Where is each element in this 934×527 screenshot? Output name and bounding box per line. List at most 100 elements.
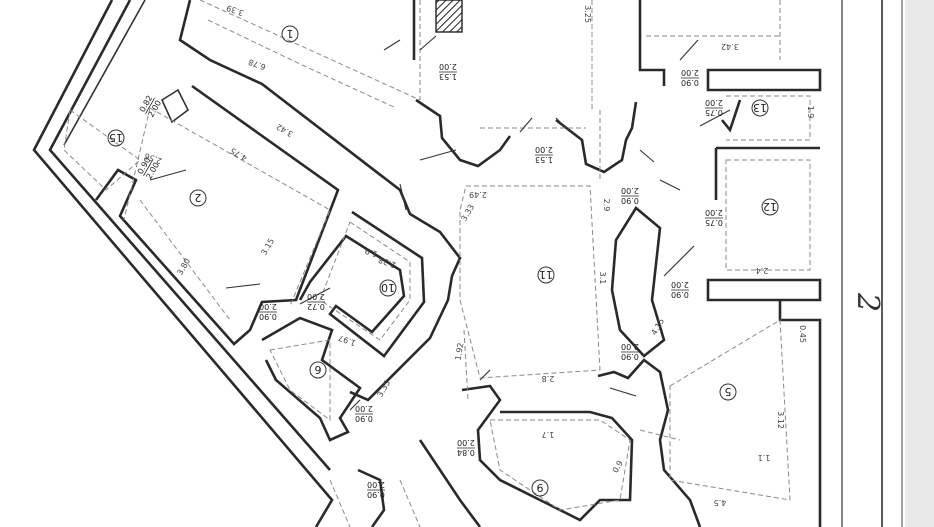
dimension-label: 2.9 [602, 199, 611, 212]
dimension-label: 0.9 [611, 459, 625, 475]
room-number: 11 [539, 268, 553, 281]
wall-room1-top [178, 0, 462, 402]
room-marker-circle [531, 479, 549, 497]
door-width: 0.90 [367, 490, 385, 499]
leader-lines [149, 35, 731, 411]
dimension-label: 3.25 [583, 5, 592, 23]
door-height: 2.00 [705, 208, 723, 217]
room-number: 10 [381, 281, 395, 294]
wall-corridor-top-right [555, 101, 638, 174]
dim-line-room1 [199, 0, 421, 109]
door-height: 2.00 [457, 438, 475, 447]
door-width: 0.90 [259, 312, 277, 321]
dim-line-room13 [726, 95, 811, 141]
dim-line-room9 [489, 419, 631, 511]
wall-room13 [720, 99, 742, 133]
structural-pillar [435, 0, 463, 33]
door-size-label: 0.752.00 [705, 98, 723, 117]
room-marker-circle [379, 279, 397, 297]
door-size-label: 0.902.00 [259, 302, 277, 321]
dimension-label: 3.12 [776, 411, 785, 429]
door-size-label: 0.902.00 [681, 68, 699, 87]
wall-top-right-block [638, 0, 666, 86]
door-size-label: 0.722.00 [307, 292, 325, 311]
door-size-label: 0.902.00 [621, 186, 639, 205]
door-height: 2.00 [671, 280, 689, 289]
wall-room5-right [778, 300, 822, 527]
room-marker-circle [309, 361, 327, 379]
wall-bottom-left [357, 468, 386, 527]
door-width: 0.90 [355, 414, 373, 423]
door-width: 0.90 [671, 290, 689, 299]
door-height: 2.00 [367, 480, 385, 489]
dim-line-room12 [725, 159, 811, 271]
dimension-label: 4.15 [649, 317, 666, 337]
room-number: 5 [725, 385, 732, 398]
room-label: 5 [719, 383, 737, 401]
door-size-label: 0.902.00 [621, 342, 639, 361]
dimension-label: 1.1 [758, 453, 771, 462]
door-width: 0.84 [457, 448, 475, 457]
room-marker-circle [719, 383, 737, 401]
dimension-label: 6.78 [247, 57, 267, 72]
wall-right-corridor [706, 68, 822, 92]
dimension-label: 3.42 [721, 42, 739, 51]
door-width: 1.53 [439, 72, 457, 81]
dim-line-room2 [123, 107, 331, 321]
wall-room10 [298, 210, 426, 358]
dim-line-misc [329, 329, 681, 527]
dimension-label: 1.7 [542, 430, 555, 439]
room-label: 12 [761, 198, 779, 216]
door-fraction-bar [145, 98, 155, 114]
door-size-label: 1.532.00 [535, 145, 553, 164]
door-width: 0.90 [621, 352, 639, 361]
room-marker-circle [751, 99, 769, 117]
outer-wall-left [32, 0, 334, 527]
door-size-label: 0.752.00 [705, 208, 723, 227]
dimension-label: 4.5 [714, 498, 727, 507]
dimension-label: 3.15 [259, 237, 276, 257]
door-height: 2.00 [705, 98, 723, 107]
room-label: 15 [107, 129, 125, 147]
wall-room11-right [610, 206, 666, 358]
room-number: 12 [763, 200, 777, 213]
dimension-label: 3.1 [598, 272, 607, 285]
wall-corridor-top-left [415, 98, 512, 168]
dimension-label: 1.97 [337, 333, 357, 348]
room-number: 1 [287, 27, 294, 40]
room-marker-circle [189, 189, 207, 207]
room-number: 13 [753, 101, 767, 114]
room-label: 6 [309, 361, 327, 379]
door-width: 0.90 [681, 78, 699, 87]
door-height: 2.00 [681, 68, 699, 77]
axis-label: 2 [850, 292, 885, 312]
dimension-label: 3.39 [225, 3, 245, 18]
dimension-label: 0.45 [798, 325, 807, 343]
wall-room2-top [94, 84, 340, 346]
wall-room9-inner [418, 439, 482, 527]
room-label: 2 [189, 189, 207, 207]
dimension-label: 3.42 [275, 122, 295, 139]
door-size-label: 0.902.00 [671, 280, 689, 299]
dim-line-room10 [319, 221, 411, 341]
dimension-label: 4.75 [229, 146, 249, 163]
room-marker-circle [761, 198, 779, 216]
dimension-label: 3.35 [375, 379, 392, 399]
door-size-label: 0.842.00 [457, 438, 475, 457]
wall-room12-sep [714, 146, 820, 200]
door-size-label: 0.902.00 [367, 480, 385, 499]
room-label: 13 [751, 99, 769, 117]
dimension-label: 2.4 [756, 266, 769, 275]
dim-line-corridor [419, 0, 601, 180]
door-width: 0.72 [307, 302, 325, 311]
dimension-label: 1.9 [364, 246, 379, 259]
room-number: 2 [195, 191, 202, 204]
room-label: 9 [531, 479, 549, 497]
dimension-label: 2.49 [469, 190, 487, 199]
wall-room9 [461, 384, 634, 522]
wall-room11-bottom [597, 358, 702, 527]
dimension-label: 2.8 [542, 374, 555, 383]
door-size-label: 0.902.00 [355, 404, 373, 423]
outer-wall-left-inner [48, 0, 331, 471]
